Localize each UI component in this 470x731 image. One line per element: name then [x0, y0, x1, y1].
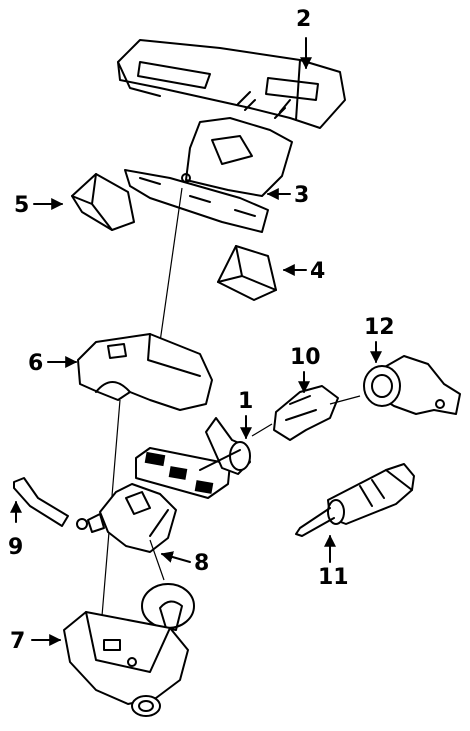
callout-label-2: 2	[296, 7, 311, 32]
callout-label-7: 7	[10, 629, 25, 654]
callout-label-6: 6	[28, 351, 43, 376]
part-10-lock-actuator	[251, 385, 361, 441]
part-8-housing	[76, 483, 195, 631]
callout-arrows	[10, 37, 382, 646]
callout-label-8: 8	[194, 551, 209, 576]
callout-label-4: 4	[310, 259, 325, 284]
callout-label-10: 10	[290, 345, 321, 370]
part-12-cylinder-housing	[363, 355, 461, 415]
callout-label-9: 9	[8, 535, 23, 560]
callout-label-5: 5	[14, 193, 29, 218]
callout-label-11: 11	[318, 565, 349, 590]
part-4-wedge	[217, 245, 277, 301]
part-1-switch-assembly	[135, 417, 251, 499]
part-9-clip	[13, 477, 69, 527]
callout-label-12: 12	[364, 315, 395, 340]
callout-label-1: 1	[238, 389, 253, 414]
leader-line-3-6	[159, 187, 183, 343]
callout-label-3: 3	[294, 183, 309, 208]
part-3-bracket	[124, 117, 293, 233]
part-2-top-housing	[117, 39, 346, 129]
part-11-lock-cylinder	[295, 463, 415, 537]
part-5-wedge	[71, 173, 135, 231]
part-6-upper-shroud	[77, 333, 213, 411]
part-7-lower-shroud	[63, 611, 189, 717]
